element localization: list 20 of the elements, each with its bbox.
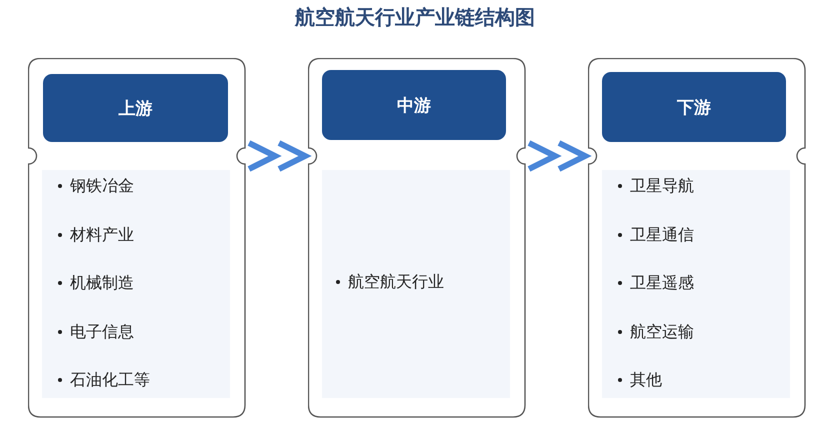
stage-panel — [588, 58, 806, 418]
list-item: 机械制造 — [58, 273, 134, 294]
stage-panel — [308, 58, 526, 418]
list-item: 材料产业 — [58, 224, 134, 246]
list-item: 卫星遥感 — [618, 273, 694, 294]
stage-header: 下游 — [602, 72, 786, 142]
list-item: 石油化工等 — [58, 370, 150, 391]
diagram-title: 航空航天行业产业链结构图 — [294, 4, 536, 31]
chevron-arrow — [526, 140, 592, 172]
list-item: 航空航天行业 — [336, 272, 444, 293]
stage-header: 中游 — [322, 70, 506, 140]
list-item: 钢铁冶金 — [58, 176, 134, 197]
chevron-arrow — [246, 140, 312, 172]
stage-panel — [28, 58, 246, 418]
list-item: 卫星导航 — [618, 176, 694, 197]
stage-header: 上游 — [43, 74, 228, 142]
list-item: 航空运输 — [618, 322, 694, 342]
list-item: 其他 — [618, 370, 662, 391]
list-item: 电子信息 — [58, 322, 134, 342]
list-item: 卫星通信 — [618, 224, 694, 246]
